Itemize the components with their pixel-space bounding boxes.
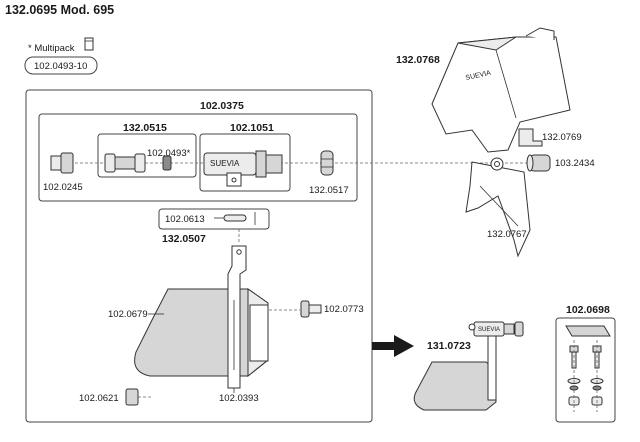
nut-102-0245 <box>50 152 74 174</box>
cap-nut-132-0517 <box>320 150 334 176</box>
diagram-title: 132.0695 Mod. 695 <box>5 3 114 17</box>
label-132-0769: 132.0769 <box>542 132 582 143</box>
label-102-0698: 102.0698 <box>566 304 610 316</box>
bushing-132-0515 <box>104 153 146 173</box>
label-102-0679: 102.0679 <box>108 309 148 320</box>
label-132-0517: 132.0517 <box>309 185 349 196</box>
pin-102-0613 <box>214 212 256 225</box>
multipack-label: * Multipack <box>28 43 75 54</box>
assembly-main-code: 102.0375 <box>200 100 244 112</box>
kit-frame-102-0698 <box>555 317 616 423</box>
spring-102-0493 <box>162 155 172 171</box>
screw-102-0773 <box>300 300 322 318</box>
sub-code-132-0515: 132.0515 <box>123 122 167 134</box>
plug-102-0621 <box>125 388 139 406</box>
label-132-0767: 132.0767 <box>487 229 527 240</box>
bracket-132-0767 <box>465 157 531 258</box>
pin-group-code: 132.0507 <box>162 233 206 245</box>
valve-body-102-1051 <box>203 150 283 187</box>
label-102-0773: 102.0773 <box>324 304 364 315</box>
assembled-brand-text: SUEVIA <box>478 327 500 333</box>
sub-frame-102-1051 <box>199 133 291 192</box>
multipack-box-icon <box>84 37 94 51</box>
label-102-0621: 102.0621 <box>79 393 119 404</box>
label-102-0393: 102.0393 <box>219 393 259 404</box>
label-102-0613: 102.0613 <box>165 214 205 225</box>
sub-code-102-1051: 102.1051 <box>230 122 274 134</box>
sub-assembly-frame <box>38 113 358 202</box>
label-132-0768: 132.0768 <box>396 54 440 66</box>
assembled-dispenser-131-0723 <box>413 321 524 411</box>
assembly-frame <box>25 89 373 423</box>
multipack-code-pill <box>24 56 98 75</box>
label-102-0493: 102.0493* <box>147 148 191 159</box>
label-102-0245: 102.0245 <box>43 182 83 193</box>
dispenser-housing-102-0679 <box>134 288 269 378</box>
pin-group-frame <box>158 208 270 230</box>
label-103-2434: 103.2434 <box>555 158 595 169</box>
sleeve-103-2434 <box>526 154 551 172</box>
label-131-0723: 131.0723 <box>427 340 471 352</box>
multipack-code: 102.0493-10 <box>34 61 87 72</box>
lever-102-0393 <box>227 245 247 389</box>
cover-132-0768 <box>431 27 571 153</box>
mounting-kit-102-0698 <box>565 325 611 406</box>
valve-brand-text: SUEVIA <box>210 159 240 168</box>
assembly-arrow-icon <box>372 335 414 357</box>
clip-132-0769 <box>518 128 543 147</box>
sub-frame-132-0515 <box>97 133 197 178</box>
